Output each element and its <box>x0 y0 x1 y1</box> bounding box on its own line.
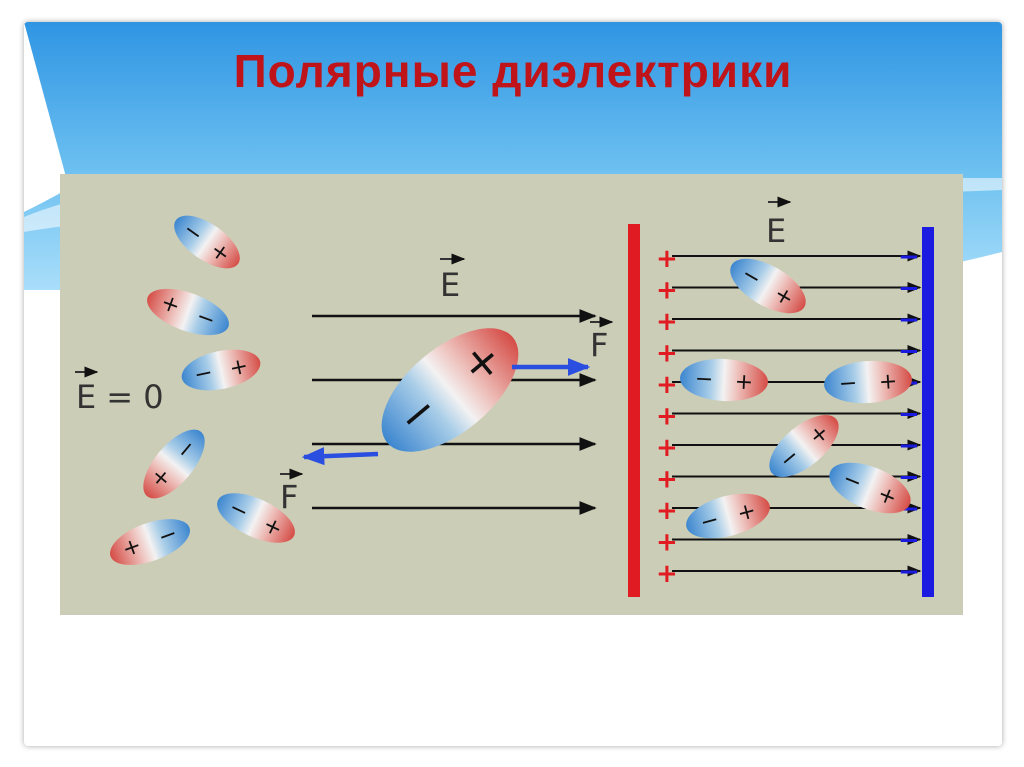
svg-text:−: − <box>838 371 858 397</box>
negative-charges: −−−−−−−−−−− <box>898 242 920 587</box>
dipole: − + <box>686 493 770 539</box>
dipole: − + <box>110 519 190 565</box>
slide-title: Полярные диэлектрики <box>233 45 793 97</box>
negative-plate <box>922 227 934 597</box>
svg-text:+: + <box>227 354 250 382</box>
panel-no-field: − + − + − + − + <box>75 215 295 565</box>
dipole: − + <box>181 349 261 391</box>
plate-minus-sign: − <box>898 557 920 587</box>
plate-plus-sign: + <box>656 465 678 495</box>
plate-plus-sign: + <box>656 528 678 558</box>
panel-single-dipole: E − + F F <box>280 253 614 516</box>
positive-charges: +++++++++++ <box>656 244 678 589</box>
plate-minus-sign: − <box>898 431 920 461</box>
plate-plus-sign: + <box>656 559 678 589</box>
plate-minus-sign: − <box>898 400 920 430</box>
plate-plus-sign: + <box>656 402 678 432</box>
plate-minus-sign: − <box>898 274 920 304</box>
field-label: E <box>440 266 460 304</box>
dipole: − + <box>143 429 205 499</box>
dipole-large: − + <box>381 328 519 452</box>
dipole: − + <box>824 360 912 404</box>
positive-plate <box>628 224 640 597</box>
panel-capacitor: +++++++++++ −−−−−−−−−−− E − + − + − <box>628 196 934 597</box>
dipole: − + <box>217 493 295 543</box>
plate-plus-sign: + <box>656 496 678 526</box>
svg-text:+: + <box>878 369 898 395</box>
plate-plus-sign: + <box>656 244 678 274</box>
force-label-left: F <box>280 478 298 516</box>
dipole: − + <box>829 462 911 514</box>
dipole: − + <box>769 414 839 478</box>
dipole: − + <box>730 258 806 314</box>
plate-minus-sign: − <box>898 463 920 493</box>
plate-minus-sign: − <box>898 305 920 335</box>
svg-text:−: − <box>694 366 714 392</box>
plate-plus-sign: + <box>656 370 678 400</box>
dipole: − + <box>174 215 240 269</box>
dipole: − + <box>680 358 768 402</box>
polar-dielectric-figure: − + − + − + − + <box>60 174 963 615</box>
plate-minus-sign: − <box>898 526 920 556</box>
zero-field-label: E= 0 <box>76 378 164 416</box>
plate-plus-sign: + <box>656 339 678 369</box>
plate-minus-sign: − <box>898 242 920 272</box>
slide: Полярные диэлектрики <box>24 22 1002 746</box>
force-arrow-left <box>301 447 379 466</box>
figure-canvas: − + − + − + − + <box>60 174 963 615</box>
plate-plus-sign: + <box>656 433 678 463</box>
plate-minus-sign: − <box>898 337 920 367</box>
svg-text:+: + <box>734 370 754 396</box>
capacitor-field-label: E <box>766 212 786 250</box>
svg-text:−: − <box>192 360 215 388</box>
plate-plus-sign: + <box>656 307 678 337</box>
dipole: − + <box>147 288 229 336</box>
plate-plus-sign: + <box>656 276 678 306</box>
force-label-right: F <box>590 326 608 364</box>
